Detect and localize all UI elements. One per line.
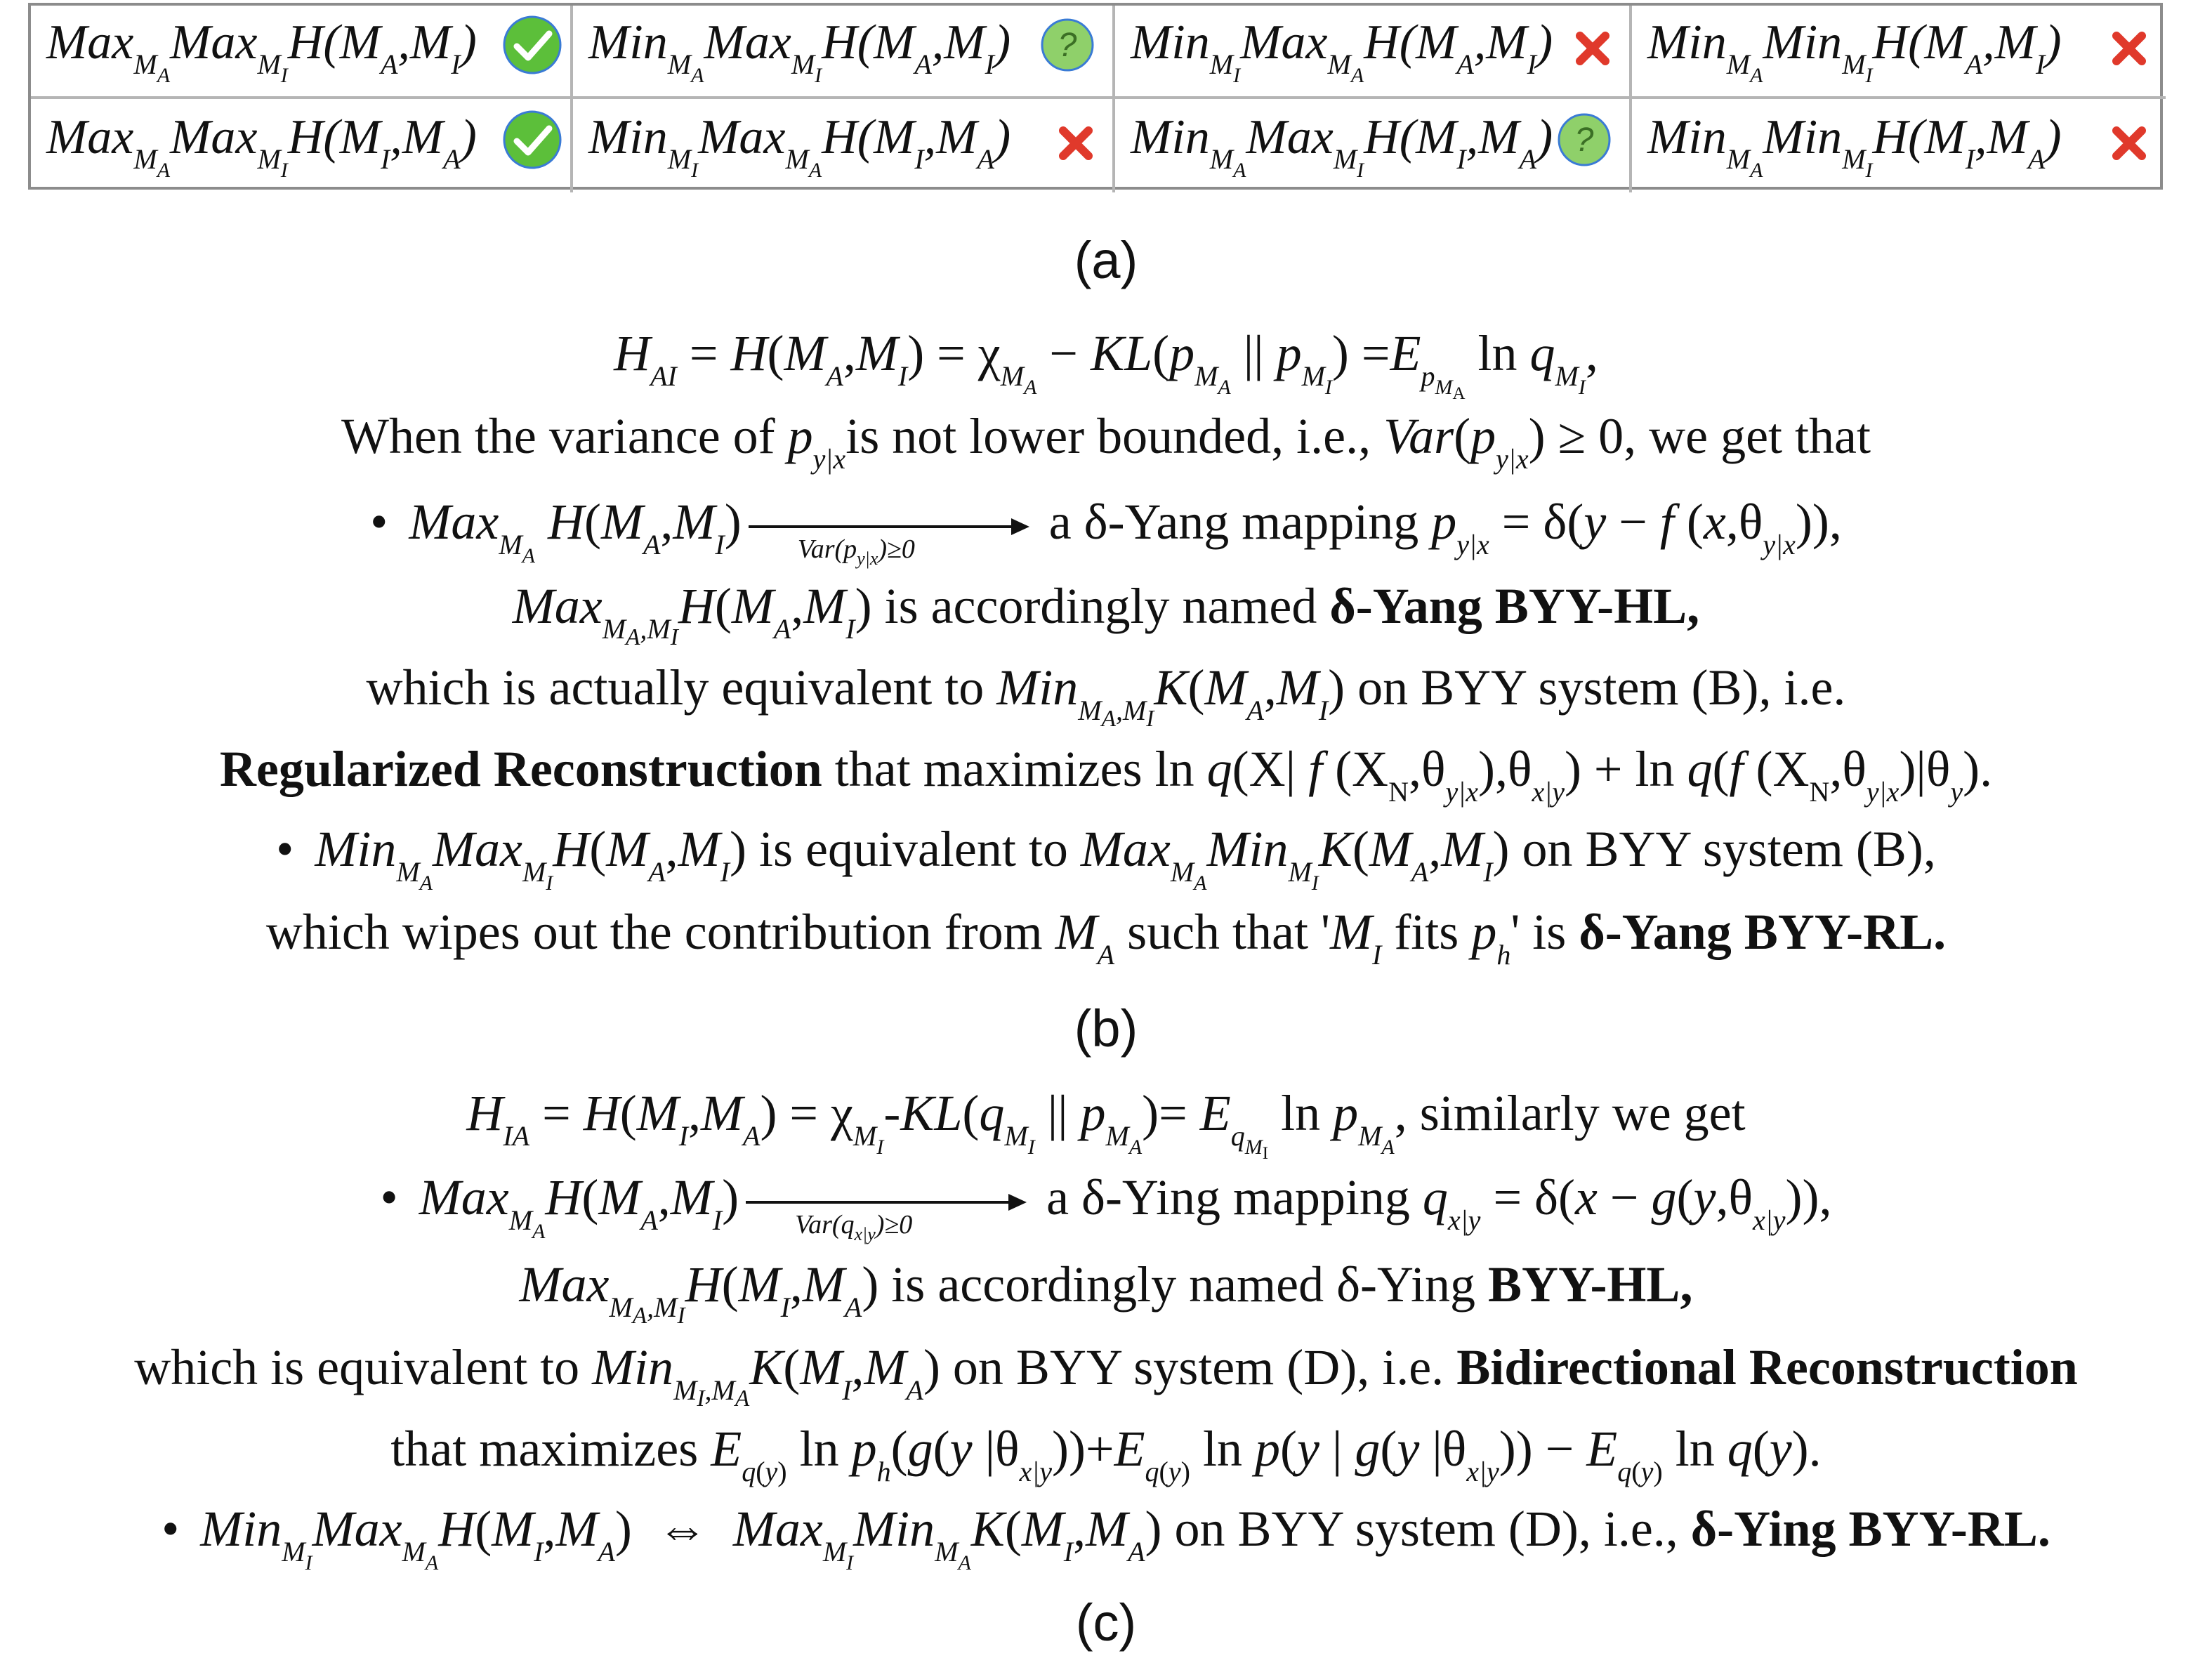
table-cell: MinMAMaxMIH(MI,MA)? — [1115, 99, 1632, 192]
b-wipes-text-2: such that ' — [1114, 904, 1330, 960]
table-cell: MinMAMaxMIH(MA,MI)? — [573, 6, 1115, 99]
c-ying-rl-bold: δ-Ying BYY-RL. — [1690, 1501, 2050, 1557]
cross-icon — [2111, 23, 2147, 79]
c-similarly-text: similarly we get — [1407, 1085, 1746, 1141]
b-system-b-text: on BYY system (B), — [1509, 821, 1936, 877]
c-system-d-text: on BYY system (D), i.e., — [1161, 1501, 1691, 1557]
bullet-icon: • — [162, 1501, 180, 1557]
table-formula: MinMAMaxMIH(MA,MI) — [588, 15, 1011, 87]
c-bullet-2: •MinMIMaxMAH(MI,MA) ⇔ MaxMIMinMAK(MI,MA)… — [162, 1501, 2050, 1574]
table-cell: MinMIMaxMAH(MI,MA) — [573, 99, 1115, 192]
b-variance-text-2: is not lower bounded, i.e., — [845, 408, 1384, 464]
svg-text:?: ? — [1575, 121, 1594, 159]
question-icon: ? — [1039, 17, 1095, 86]
right-arrow-icon: Var(py|x)≥0 — [748, 513, 1029, 569]
table-formula: MaxMAMaxMIH(MA,MI) — [46, 15, 477, 87]
table-cell: MaxMAMaxMIH(MA,MI) — [31, 6, 573, 99]
c-bidirectional-bold: Bidirectional Reconstruction — [1456, 1339, 2078, 1395]
caption-c: (c) — [1075, 1593, 1137, 1652]
b-equivalent-text-2: on BYY system (B), i.e. — [1345, 659, 1846, 716]
table-formula: MinMAMinMIH(MI,MA) — [1647, 110, 2062, 182]
b-equation-hai: HAI = H(MA,MI) = χMA − KL(pMA || pMI) =E… — [614, 325, 1598, 403]
b-bullet-2: •MinMAMaxMIH(MA,MI) is equivalent to Max… — [276, 821, 1936, 895]
b-bullet-1: •MaxMA H(MA,MI)Var(py|x)≥0 a δ-Yang mapp… — [370, 494, 1842, 570]
c-byy-hl-bold: BYY-HL, — [1488, 1256, 1693, 1313]
right-arrow-icon: Var(qx|y)≥0 — [746, 1188, 1027, 1244]
b-equivalent-line: which is actually equivalent to MinMA,MI… — [366, 659, 1846, 732]
c-equation-hia: HIA = H(MI,MA) = χMI-KL(qMI || pMA)= EqM… — [466, 1085, 1746, 1163]
check-icon — [501, 14, 563, 88]
b-equivalent-text-1: which is actually equivalent to — [366, 659, 997, 716]
b-named-text: is accordingly named — [871, 578, 1330, 634]
bullet-icon: • — [276, 821, 294, 877]
b-wipes-text-3: fits — [1381, 904, 1472, 960]
cross-icon — [2111, 118, 2147, 174]
c-bullet-1: •MaxMAH(MA,MI)Var(qx|y)≥0 a δ-Ying mappi… — [380, 1169, 1832, 1245]
b-arrow-label: Var(p — [797, 534, 857, 565]
b-yang-hl-bold: δ-Yang BYY-HL, — [1329, 578, 1700, 634]
table-cell: MinMAMinMIH(MI,MA) — [1632, 99, 2166, 192]
c-equivalent-line: which is equivalent to MinMI,MAK(MI,MA) … — [134, 1339, 2078, 1412]
b-variance-line: When the variance of py|xis not lower bo… — [341, 408, 1871, 475]
table-formula: MaxMAMaxMIH(MI,MA) — [46, 110, 477, 182]
c-maximizes-line: that maximizes Eq(y) ln ph(g(y |θx|y))+E… — [390, 1421, 1822, 1487]
c-equivalent-text-1: which is equivalent to — [134, 1339, 593, 1395]
c-named-text: is accordingly named δ-Ying — [878, 1256, 1489, 1313]
b-wipes-text-1: which wipes out the contribution from — [265, 904, 1055, 960]
b-is-equivalent-text: is equivalent to — [746, 821, 1081, 877]
table-cell: MinMIMaxMAH(MA,MI) — [1115, 6, 1632, 99]
b-regularized-bold: Regularized Reconstruction — [219, 741, 822, 797]
b-maximizes-text: that maximizes — [822, 741, 1155, 797]
comparison-table: MaxMAMaxMIH(MA,MI)MinMAMaxMIH(MA,MI)?Min… — [28, 3, 2166, 192]
table-formula: MinMAMinMIH(MA,MI) — [1647, 15, 2062, 87]
b-wipes-line: which wipes out the contribution from MA… — [265, 904, 1947, 971]
check-icon — [501, 109, 563, 183]
table-formula: MinMIMaxMAH(MI,MA) — [588, 110, 1011, 182]
question-icon: ? — [1556, 112, 1612, 180]
c-ying-hl-line: MaxMA,MIH(MI,MA) is accordingly named δ-… — [519, 1256, 1693, 1329]
cross-icon — [1574, 23, 1611, 79]
b-variance-text-3: we get that — [1636, 408, 1871, 464]
c-ying-mapping-text: a δ-Ying mapping — [1034, 1169, 1423, 1225]
table-cell: MinMAMinMIH(MA,MI) — [1632, 6, 2166, 99]
b-variance-text-1: When the variance of — [341, 408, 788, 464]
table-cell: MaxMAMaxMIH(MI,MA) — [31, 99, 573, 192]
b-regularized-line: Regularized Reconstruction that maximize… — [219, 741, 1993, 808]
table-formula: MinMAMaxMIH(MI,MA) — [1131, 110, 1553, 182]
caption-a: (a) — [1074, 231, 1138, 289]
b-wipes-text-4: ' is — [1510, 904, 1579, 960]
c-arrow-label: Var(q — [795, 1210, 855, 1240]
cross-icon — [1058, 118, 1094, 174]
svg-text:?: ? — [1058, 27, 1077, 64]
b-yang-rl-bold: δ-Yang BYY-RL. — [1579, 904, 1947, 960]
c-equivalent-text-2: on BYY system (D), i.e. — [940, 1339, 1457, 1395]
table-formula: MinMIMaxMAH(MA,MI) — [1131, 15, 1553, 87]
b-yang-mapping-text: a δ-Yang mapping — [1036, 494, 1432, 550]
b-yang-hl-line: MaxMA,MIH(MA,MI) is accordingly named δ-… — [512, 578, 1700, 650]
bullet-icon: • — [370, 494, 388, 550]
caption-b: (b) — [1074, 999, 1138, 1058]
bullet-icon: • — [380, 1169, 398, 1225]
c-maximizes-text: that maximizes — [390, 1421, 711, 1477]
